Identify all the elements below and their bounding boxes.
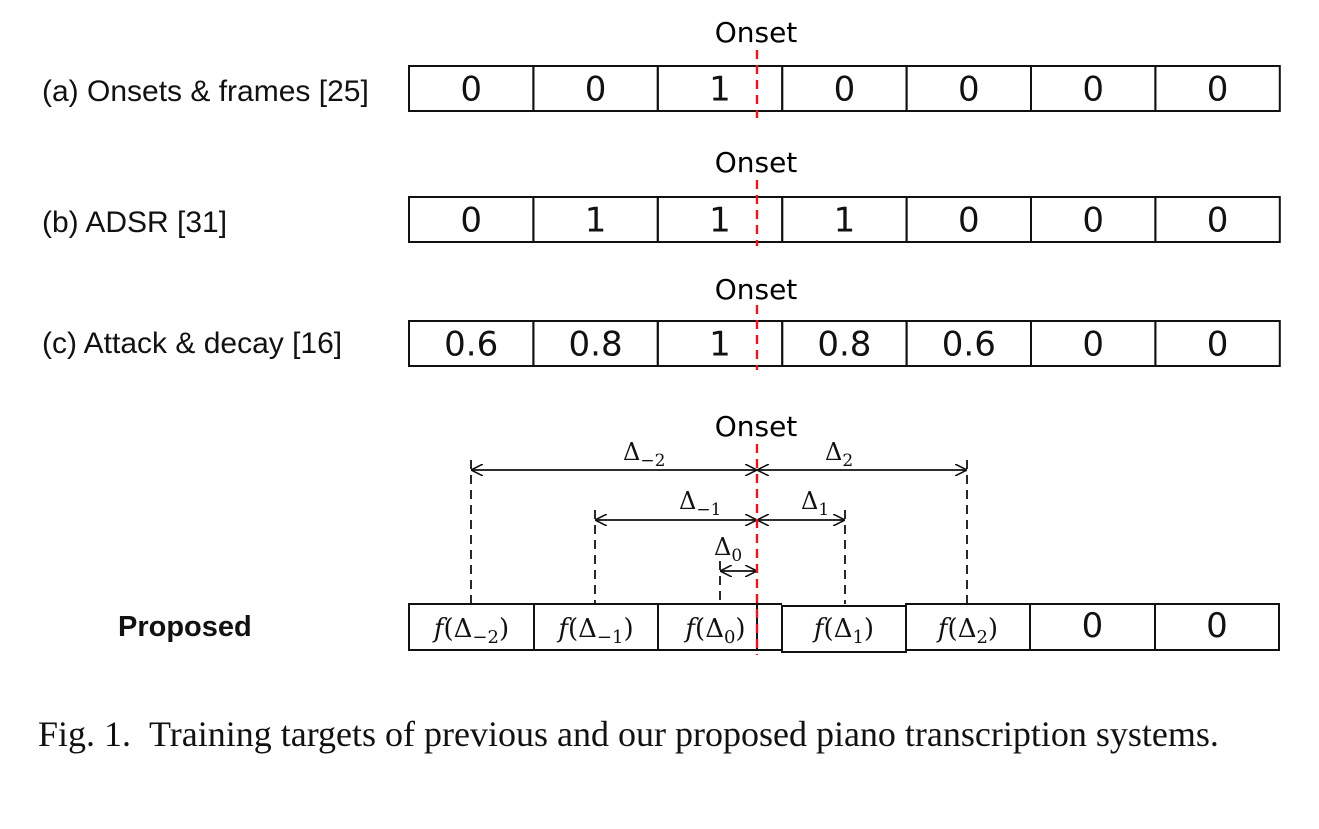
proposed-cell-value: f(Δ0) [683,614,745,648]
proposed-cell-value: f(Δ1) [812,614,874,648]
proposed-cells: f(Δ−2) f(Δ−1) f(Δ0) f(Δ1) f(Δ2) 0 0 [408,603,1280,653]
proposed-cell-value: 0 [1206,606,1228,646]
cell-value: 0.8 [569,325,623,365]
row-b-label: (b) ADSR [31] [42,206,227,239]
row-b: (b) ADSR [31] Onset 0 1 1 1 0 0 0 [42,146,1281,243]
cell-value: 0.6 [444,325,498,365]
proposed-cell-value: f(Δ−2) [432,614,509,648]
cell-value: 0 [958,70,980,110]
caption-text: Training targets of previous and our pro… [149,714,1219,754]
delta-label: Δ1 [801,487,829,520]
cell-box [1154,65,1281,112]
proposed-label: Proposed [118,611,252,643]
proposed-cell-value: f(Δ−1) [556,614,633,648]
delta-label: Δ2 [825,438,853,471]
cell-box [1154,196,1281,243]
cell-value: 0 [460,201,482,241]
cell-value: 0 [1082,70,1104,110]
row-c-cells: 0.6 0.8 1 0.8 0.6 0 0 [408,320,1281,367]
delta-label: Δ−1 [679,487,721,520]
training-targets-diagram: (a) Onsets & frames [25] Onset 0 0 1 0 0 0 0 (… [42,16,1281,655]
row-c-label: (c) Attack & decay [16] [42,327,342,360]
cell-value: 0.6 [942,325,996,365]
cell-value: 1 [834,201,856,241]
cell-value: 0 [1082,201,1104,241]
cell-value: 0 [958,201,980,241]
figure-caption: Fig. 1. Training targets of previous and … [38,714,1290,754]
cell-value: 1 [709,70,731,110]
cell-value: 1 [585,201,607,241]
cell-value: 1 [709,201,731,241]
onset-label-proposed: Onset [715,410,798,443]
cell-value: 0 [1207,325,1229,365]
caption-figure-number: Fig. 1. [38,714,132,754]
row-c: (c) Attack & decay [16] Onset 0.6 0.8 1 0.8… [42,273,1281,367]
proposed-cell-value: 0 [1082,606,1104,646]
proposed-cell-box [1154,603,1280,651]
cell-value: 1 [709,325,731,365]
proposed-cell-value: f(Δ2) [936,614,998,648]
cell-value: 0 [1082,325,1104,365]
onset-label-c: Onset [715,273,798,306]
cell-value: 0 [834,70,856,110]
onset-label-a: Onset [715,16,798,49]
cell-value: 0 [460,70,482,110]
delta-label: Δ−2 [623,438,665,471]
delta-label: Δ0 [714,533,742,566]
cell-box [1154,320,1281,367]
row-a-label: (a) Onsets & frames [25] [42,75,369,108]
delta-guides: Δ−2Δ−1Δ0 Δ1 Δ2 [470,438,968,604]
row-a-cells: 0 0 1 0 0 0 0 [408,65,1281,112]
cell-value: 0 [1207,70,1229,110]
cell-value: 0 [585,70,607,110]
onset-label-b: Onset [715,146,798,179]
cell-value: 0.8 [817,325,871,365]
row-a: (a) Onsets & frames [25] Onset 0 0 1 0 0 0 0 [42,16,1281,112]
row-b-cells: 0 1 1 1 0 0 0 [408,196,1281,243]
cell-value: 0 [1207,201,1229,241]
row-proposed: Proposed Onset f(Δ−2)f(Δ−1)f(Δ0)f(Δ1)f(Δ… [118,410,1280,653]
